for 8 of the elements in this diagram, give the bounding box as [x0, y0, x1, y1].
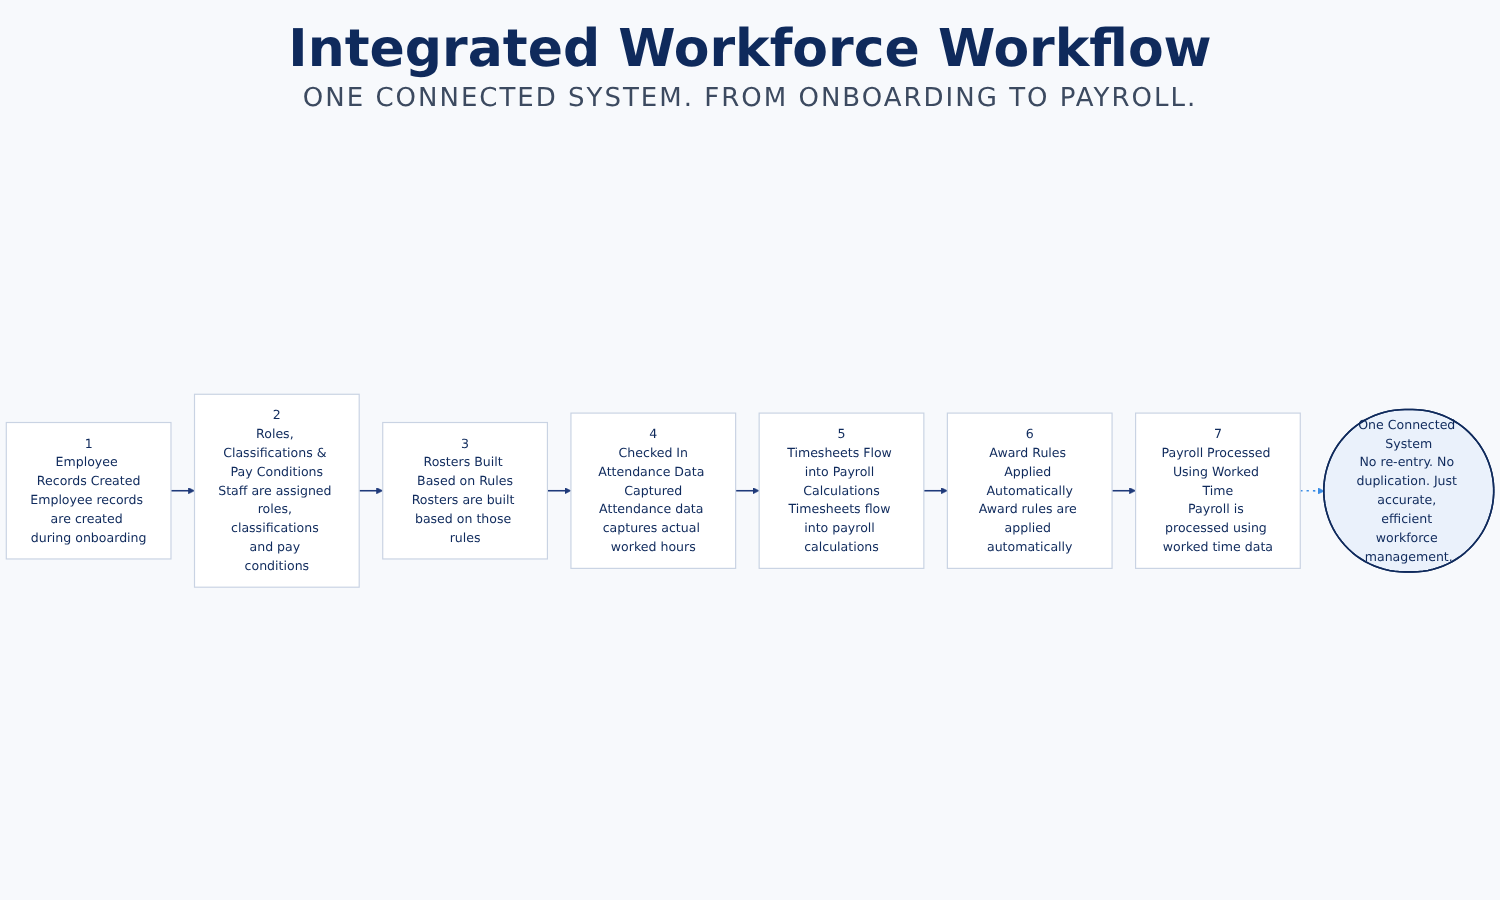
arrow	[546, 486, 572, 494]
arrow	[734, 486, 760, 494]
arrow	[923, 486, 948, 494]
subtitle: ONE CONNECTED SYSTEM. FROM ONBOARDING TO PAYROLL.	[300, 84, 1200, 114]
arrow	[1111, 486, 1136, 494]
title: Integrated Workforce Workflow	[286, 20, 1214, 80]
arrow	[170, 486, 195, 494]
arrow	[358, 486, 384, 494]
